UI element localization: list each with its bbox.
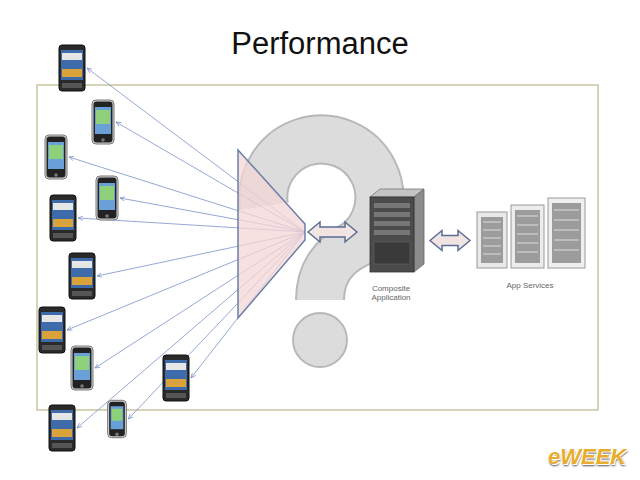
phone-bezel: [109, 402, 125, 436]
phone-body: [92, 100, 114, 144]
phone-clock: [166, 363, 186, 370]
double-arrow-connector: [430, 231, 470, 251]
server-slot: [374, 221, 410, 226]
rack-icon: [477, 198, 585, 268]
server-slot: [374, 230, 410, 235]
phones: [39, 45, 189, 451]
phone-screen: [48, 142, 64, 169]
phone-icons: [96, 110, 110, 124]
rack: [548, 198, 585, 268]
phone-icon: [71, 346, 93, 390]
phone-icon: [163, 355, 189, 401]
phone-bezel: [94, 102, 113, 143]
phone-screen: [165, 360, 187, 390]
server-node: App Services: [470, 198, 590, 290]
phone-screen: [74, 353, 90, 380]
rack: [477, 212, 507, 268]
phone-screen: [71, 258, 93, 288]
server-panel: [374, 242, 410, 264]
phone-screen: [95, 107, 111, 134]
phone-icons: [166, 379, 186, 387]
double-arrow: [308, 222, 357, 242]
phone-screen: [51, 410, 73, 440]
phone-icons: [72, 277, 92, 285]
phone-home-button: [105, 214, 109, 218]
server-slot: [374, 212, 410, 217]
funnel: [238, 150, 305, 318]
phone-home-button: [54, 173, 58, 177]
phone-icons: [42, 331, 62, 339]
phone-icon: [96, 176, 118, 220]
phone-buttons: [166, 393, 186, 398]
phone-icon: [69, 253, 95, 299]
phone-body: [45, 135, 67, 179]
server-node: Composite Application: [352, 188, 430, 302]
rack-grill: [515, 210, 540, 263]
node-label: Composite Application: [352, 284, 430, 302]
phone-screen: [111, 406, 124, 429]
phone-body: [69, 253, 95, 299]
phone-icon: [45, 135, 67, 179]
phone-icons: [112, 409, 123, 421]
phone-body: [108, 400, 127, 437]
phone-body: [49, 405, 75, 451]
phone-home-button: [115, 433, 119, 437]
server-side: [414, 189, 424, 272]
phone-buttons: [53, 233, 73, 238]
rack-grill: [481, 217, 503, 263]
phone-icon: [39, 307, 65, 353]
phone-body: [59, 45, 85, 91]
phone-clock: [42, 315, 62, 322]
phone-icon: [59, 45, 85, 91]
question-mark-dot: [293, 313, 347, 367]
phone-bezel: [98, 178, 117, 219]
phone-screen: [41, 312, 63, 342]
phone-clock: [53, 203, 73, 210]
rack-grill: [552, 203, 581, 263]
phone-bezel: [47, 137, 66, 178]
phone-body: [50, 195, 76, 241]
frame: [37, 85, 598, 410]
rack-stripes: [483, 210, 579, 254]
phone-screen: [52, 200, 74, 230]
phone-body: [71, 346, 93, 390]
watermark: eWEEK: [548, 444, 626, 470]
phone-screen: [61, 50, 83, 80]
phone-buttons: [62, 83, 82, 88]
connector-shape: [430, 231, 470, 251]
phone-icons: [53, 219, 73, 227]
phone-icons: [100, 186, 114, 200]
server-front: [370, 197, 414, 272]
phone-clock: [52, 413, 72, 420]
phone-body: [39, 307, 65, 353]
phone-icon: [92, 100, 114, 144]
phone-buttons: [72, 291, 92, 296]
phone-buttons: [42, 345, 62, 350]
slide-title: Performance: [0, 26, 640, 62]
phone-clock: [62, 53, 82, 60]
phone-body: [96, 176, 118, 220]
phone-home-button: [101, 138, 105, 142]
phone-clock: [72, 261, 92, 268]
phone-body: [163, 355, 189, 401]
server-slot: [374, 203, 410, 208]
node-label: App Services: [506, 281, 553, 290]
phone-icon: [50, 195, 76, 241]
phone-icons: [49, 145, 63, 159]
server-icon: [370, 189, 424, 272]
phone-home-button: [80, 384, 84, 388]
phone-icon: [49, 405, 75, 451]
phone-icons: [52, 429, 72, 437]
phone-icon: [108, 400, 127, 437]
phone-icons: [62, 69, 82, 77]
phone-lines: [67, 68, 305, 428]
phone-screen: [99, 183, 115, 210]
phone-buttons: [52, 443, 72, 448]
phone-bezel: [73, 348, 92, 389]
rack: [511, 205, 544, 268]
phone-icons: [75, 356, 89, 370]
